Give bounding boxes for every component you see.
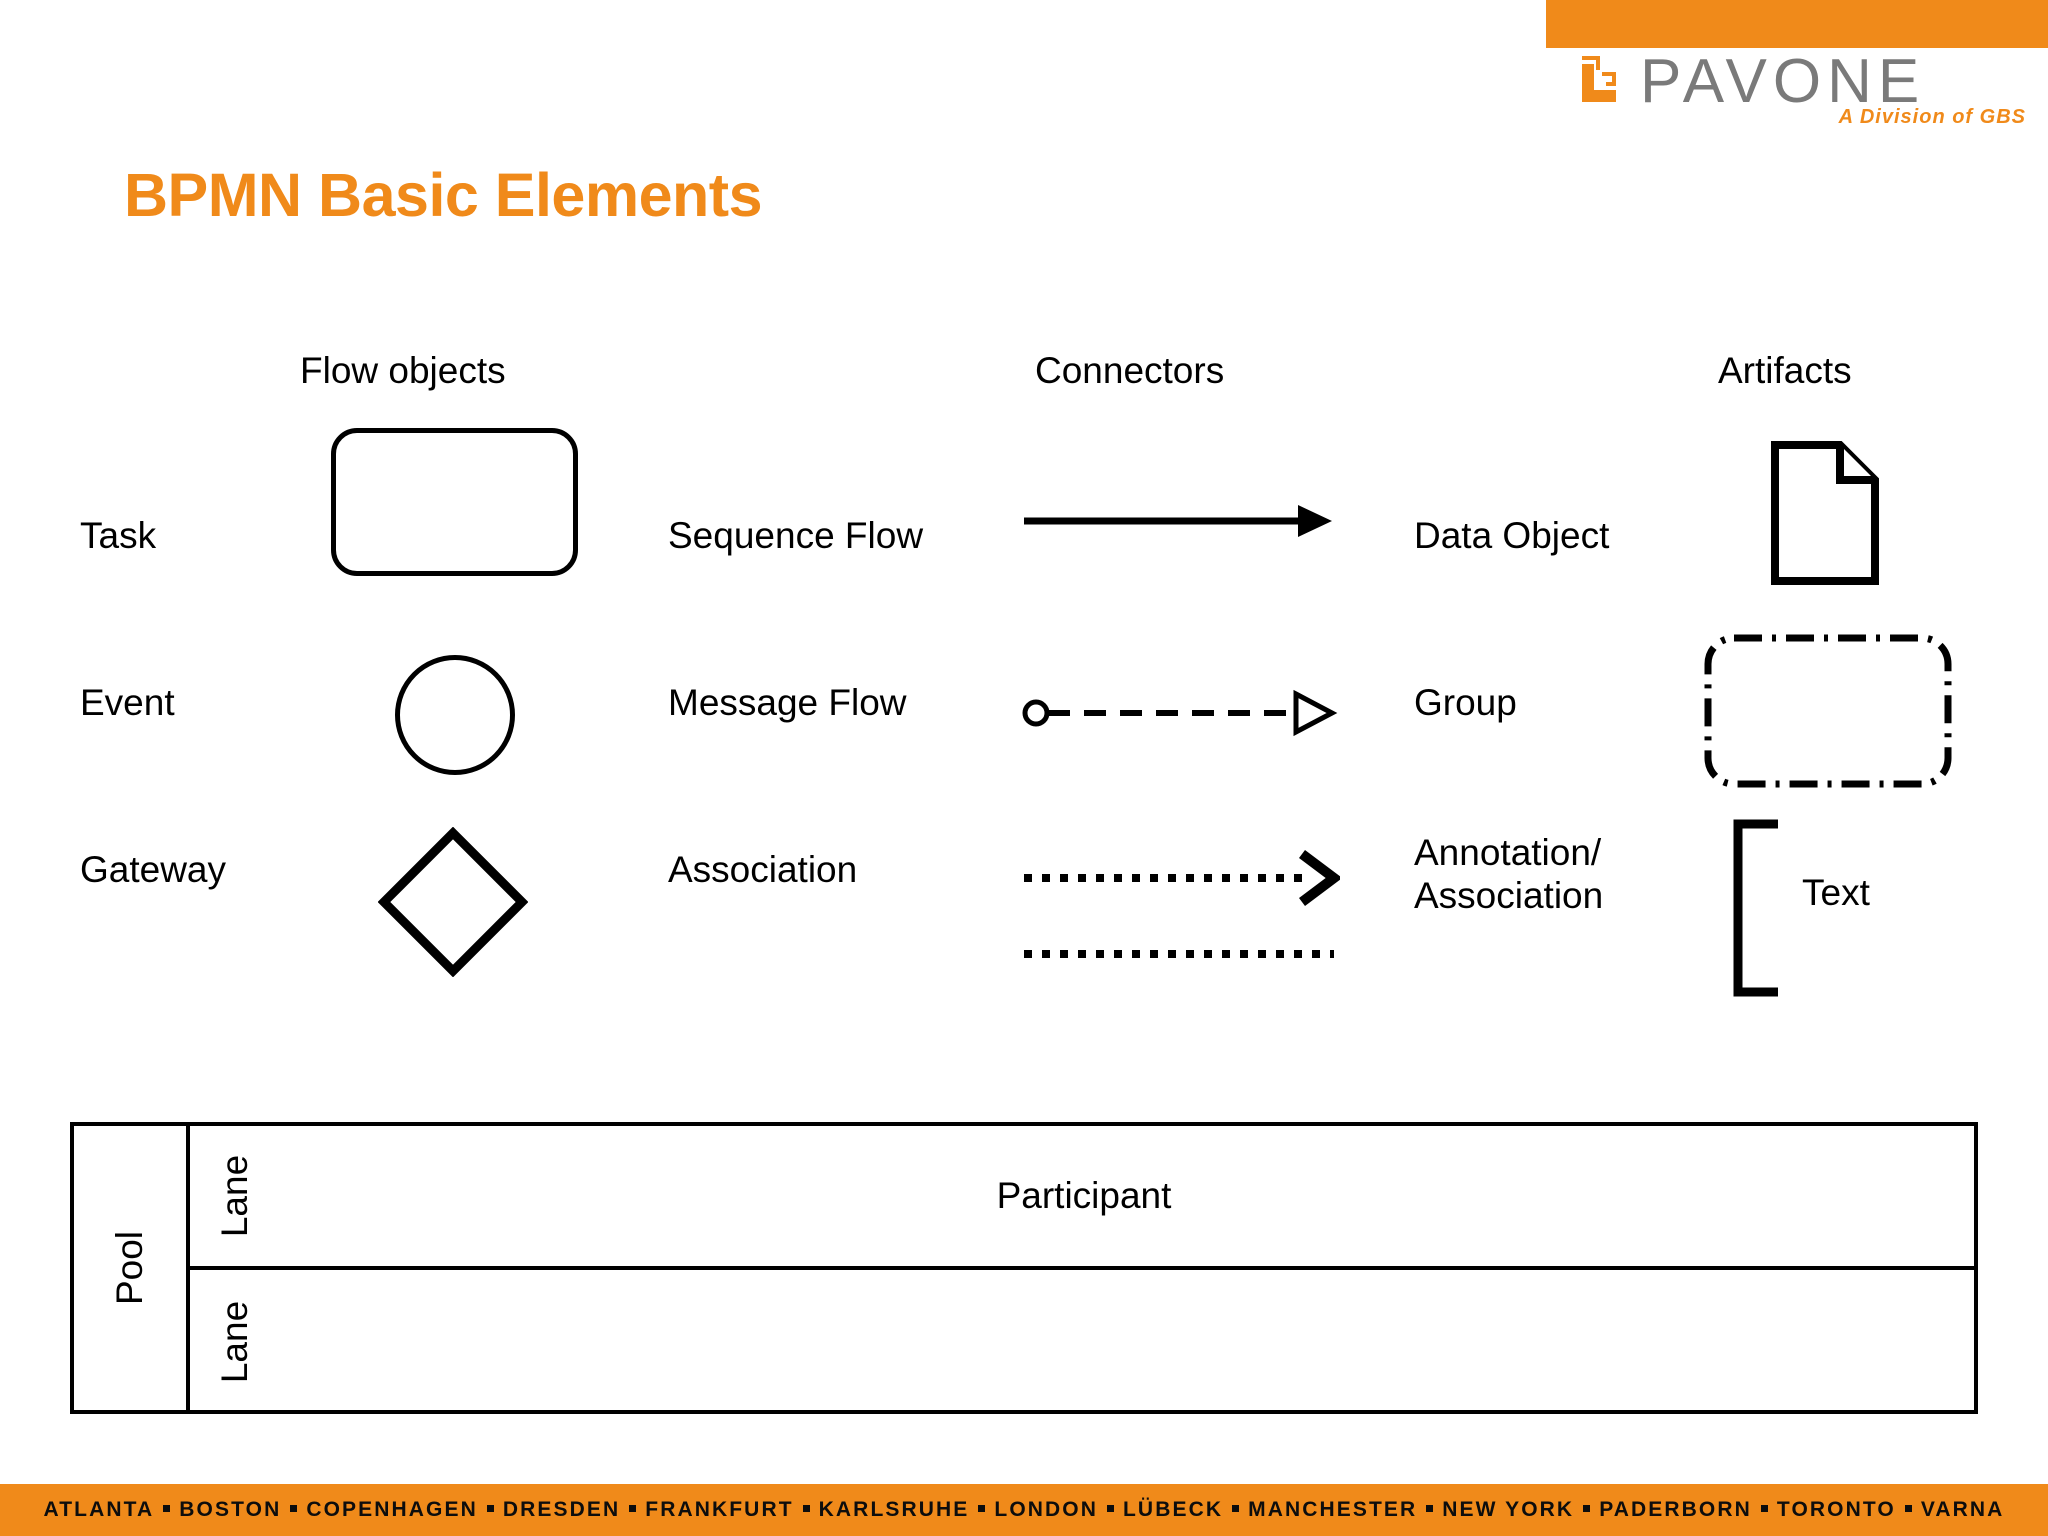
footer-city-list: ATLANTA BOSTON COPENHAGEN DRESDEN FRANKFURT K… <box>44 1498 2005 1522</box>
pavone-bracket-logo-icon <box>1582 56 1616 102</box>
sequence-flow-arrow-icon <box>1024 505 1332 537</box>
data-object-document-icon <box>1771 441 1879 585</box>
label-data-object: Data Object <box>1414 515 1610 556</box>
label-group: Group <box>1414 682 1517 723</box>
footer-city: VARNA <box>1920 1498 2005 1521</box>
column-header-connectors: Connectors <box>1035 350 1225 391</box>
association-arrow-icon <box>1024 850 1340 958</box>
footer-city: COPENHAGEN <box>306 1498 478 1521</box>
label-event: Event <box>80 682 175 723</box>
shape-task-rounded-rectangle <box>331 428 578 576</box>
column-header-artifacts: Artifacts <box>1718 350 1852 391</box>
pool-container: Pool Lane Participant Lane <box>70 1122 1978 1414</box>
pool-label-cell: Pool <box>74 1126 190 1410</box>
footer-separator-icon <box>1107 1504 1114 1512</box>
label-annotation-line2: Association <box>1414 874 1604 916</box>
footer-city: KARLSRUHE <box>818 1498 970 1521</box>
pavone-tagline: A Division of GBS <box>1838 106 2026 128</box>
footer-city: PADERBORN <box>1599 1498 1752 1521</box>
label-annotation-association: Annotation/ Association <box>1414 832 1603 917</box>
pavone-wordmark: PAVONE <box>1640 47 1926 116</box>
footer-city: MANCHESTER <box>1248 1498 1418 1521</box>
pavone-logo: PAVONE A Division of GBS <box>1546 47 2048 148</box>
footer-city: ATLANTA <box>43 1498 155 1521</box>
participant-label: Participant <box>996 1175 1172 1216</box>
footer-separator-icon <box>978 1504 986 1512</box>
lane-row-1: Lane Participant <box>190 1126 1978 1270</box>
footer-separator-icon <box>629 1504 637 1512</box>
annotation-text: Text <box>1802 872 1870 913</box>
footer-separator-icon <box>1232 1504 1240 1512</box>
page-title: BPMN Basic Elements <box>124 161 763 229</box>
message-flow-arrow-icon <box>1022 689 1338 737</box>
footer-separator-icon <box>802 1504 810 1512</box>
footer-separator-icon <box>1760 1504 1768 1512</box>
footer-city: BOSTON <box>179 1498 282 1521</box>
label-message-flow: Message Flow <box>668 682 907 723</box>
footer-separator-icon <box>290 1504 298 1512</box>
footer-city: FRANKFURT <box>645 1498 794 1521</box>
column-header-flow-objects: Flow objects <box>300 350 506 391</box>
footer-bar: ATLANTA BOSTON COPENHAGEN DRESDEN FRANKFURT K… <box>0 1484 2048 1536</box>
footer-city: LÜBECK <box>1123 1498 1224 1521</box>
footer-separator-icon <box>1426 1504 1434 1512</box>
label-gateway: Gateway <box>80 849 227 890</box>
annotation-bracket-icon <box>1733 819 1778 997</box>
footer-separator-icon <box>1904 1504 1912 1512</box>
shape-event-circle <box>395 655 515 775</box>
header-orange-bar <box>1546 0 2048 48</box>
label-task: Task <box>80 515 157 556</box>
shape-gateway-diamond <box>378 827 528 977</box>
label-association: Association <box>668 849 858 890</box>
footer-separator-icon <box>486 1504 494 1512</box>
label-annotation-line1: Annotation/ <box>1414 832 1602 873</box>
footer-city: NEW YORK <box>1442 1498 1575 1521</box>
lane-label-2: Lane <box>214 1300 255 1384</box>
pool-label: Pool <box>109 1230 150 1306</box>
group-dash-dot-rectangle-icon <box>1704 634 1952 788</box>
footer-city: DRESDEN <box>502 1498 621 1521</box>
footer-city: LONDON <box>994 1498 1098 1521</box>
footer-city: TORONTO <box>1776 1498 1896 1521</box>
footer-separator-icon <box>1583 1504 1591 1512</box>
label-sequence-flow: Sequence Flow <box>668 515 924 556</box>
footer-separator-icon <box>163 1504 171 1512</box>
lane-row-2: Lane <box>190 1270 1978 1414</box>
lane-label-cell-2: Lane <box>190 1270 280 1414</box>
